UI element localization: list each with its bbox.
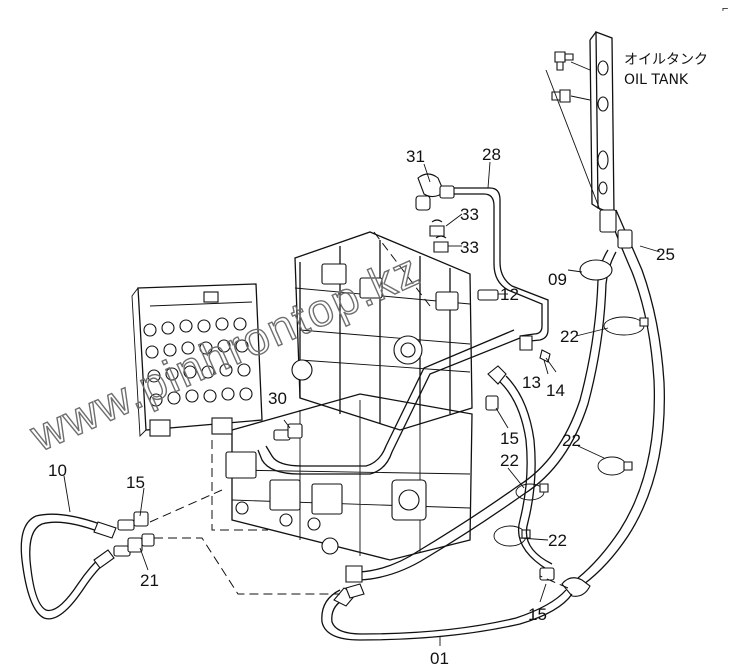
pilot-valve-block (131, 283, 263, 438)
hose-clamps (493, 316, 649, 547)
fittings-upper (415, 173, 557, 373)
part-label-10: 10 (48, 461, 67, 480)
part-label-22: 22 (548, 531, 567, 550)
part-label-13: 13 (522, 373, 541, 392)
tank-label-en: OIL TANK (624, 72, 689, 88)
part-label-15: 15 (126, 473, 145, 492)
part-label-22: 22 (500, 451, 519, 470)
part-label-22: 22 (560, 327, 579, 346)
hose-01 (321, 583, 573, 641)
control-valve-body (225, 231, 473, 561)
part-label-22: 22 (562, 431, 581, 450)
tank-label-jp: オイルタンク (624, 52, 708, 68)
dashed-leader-lines (149, 231, 569, 595)
pipe-28 (257, 187, 549, 475)
part-label-28: 28 (482, 145, 501, 164)
part-label-31: 31 (406, 147, 425, 166)
part-label-15: 15 (500, 429, 519, 448)
part-label-15: 15 (528, 605, 547, 624)
label-leaders (63, 161, 661, 646)
hose-09 (345, 249, 617, 583)
part-label-30: 30 (268, 389, 287, 408)
part-label-14: 14 (546, 381, 565, 400)
part-label-33: 33 (460, 205, 479, 224)
oil-tank-plate (545, 31, 615, 215)
part-label-33: 33 (460, 238, 479, 257)
hose-10 (20, 511, 155, 620)
fitting-30 (273, 423, 303, 441)
part-label-25: 25 (656, 245, 675, 264)
hose-25 (561, 209, 666, 597)
part-label-12: 12 (500, 285, 519, 304)
part-label-21: 21 (140, 571, 159, 590)
part-label-09: 09 (548, 270, 567, 289)
part-label-01: 01 (430, 649, 449, 668)
hose-right-loop (485, 365, 555, 581)
corner-mark: ⌐ (722, 3, 728, 15)
